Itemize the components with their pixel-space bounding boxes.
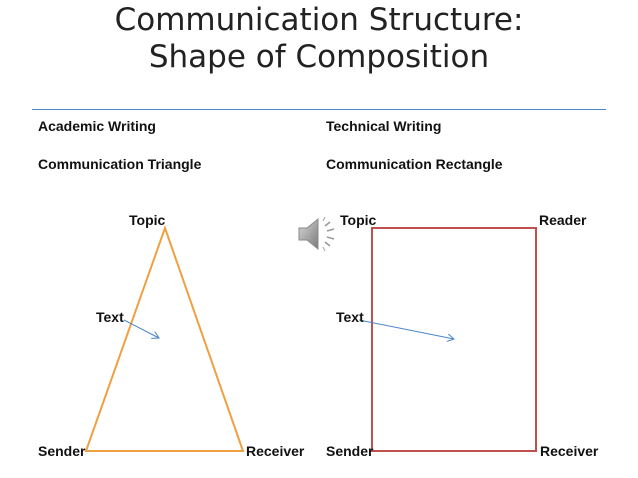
speaker-icon[interactable]: [296, 211, 340, 257]
communication-rectangle-shape: [371, 227, 537, 452]
title-divider: [32, 109, 606, 110]
title-line-1: Communication Structure:: [114, 2, 524, 38]
title-line-2: Shape of Composition: [148, 39, 490, 75]
technical-writing-heading: Technical Writing: [326, 118, 442, 134]
rectangle-receiver-label: Receiver: [540, 443, 599, 459]
rectangle-topic-label: Topic: [340, 212, 377, 228]
rectangle-reader-label: Reader: [539, 212, 587, 228]
slide-title: Communication Structure: Shape of Compos…: [0, 2, 638, 76]
academic-writing-heading: Academic Writing: [38, 118, 156, 134]
triangle-text-arrow: [123, 319, 159, 338]
communication-triangle-heading: Communication Triangle: [38, 156, 202, 172]
triangle-receiver-label: Receiver: [246, 443, 305, 459]
rectangle-sender-label: Sender: [326, 443, 374, 459]
communication-rectangle-heading: Communication Rectangle: [326, 156, 503, 172]
rectangle-text-label: Text: [336, 309, 364, 325]
triangle-topic-label: Topic: [129, 212, 166, 228]
communication-triangle-shape: [84, 224, 245, 452]
triangle-sender-label: Sender: [38, 443, 86, 459]
triangle-text-label: Text: [96, 309, 124, 325]
rectangle-text-arrow: [358, 319, 454, 339]
